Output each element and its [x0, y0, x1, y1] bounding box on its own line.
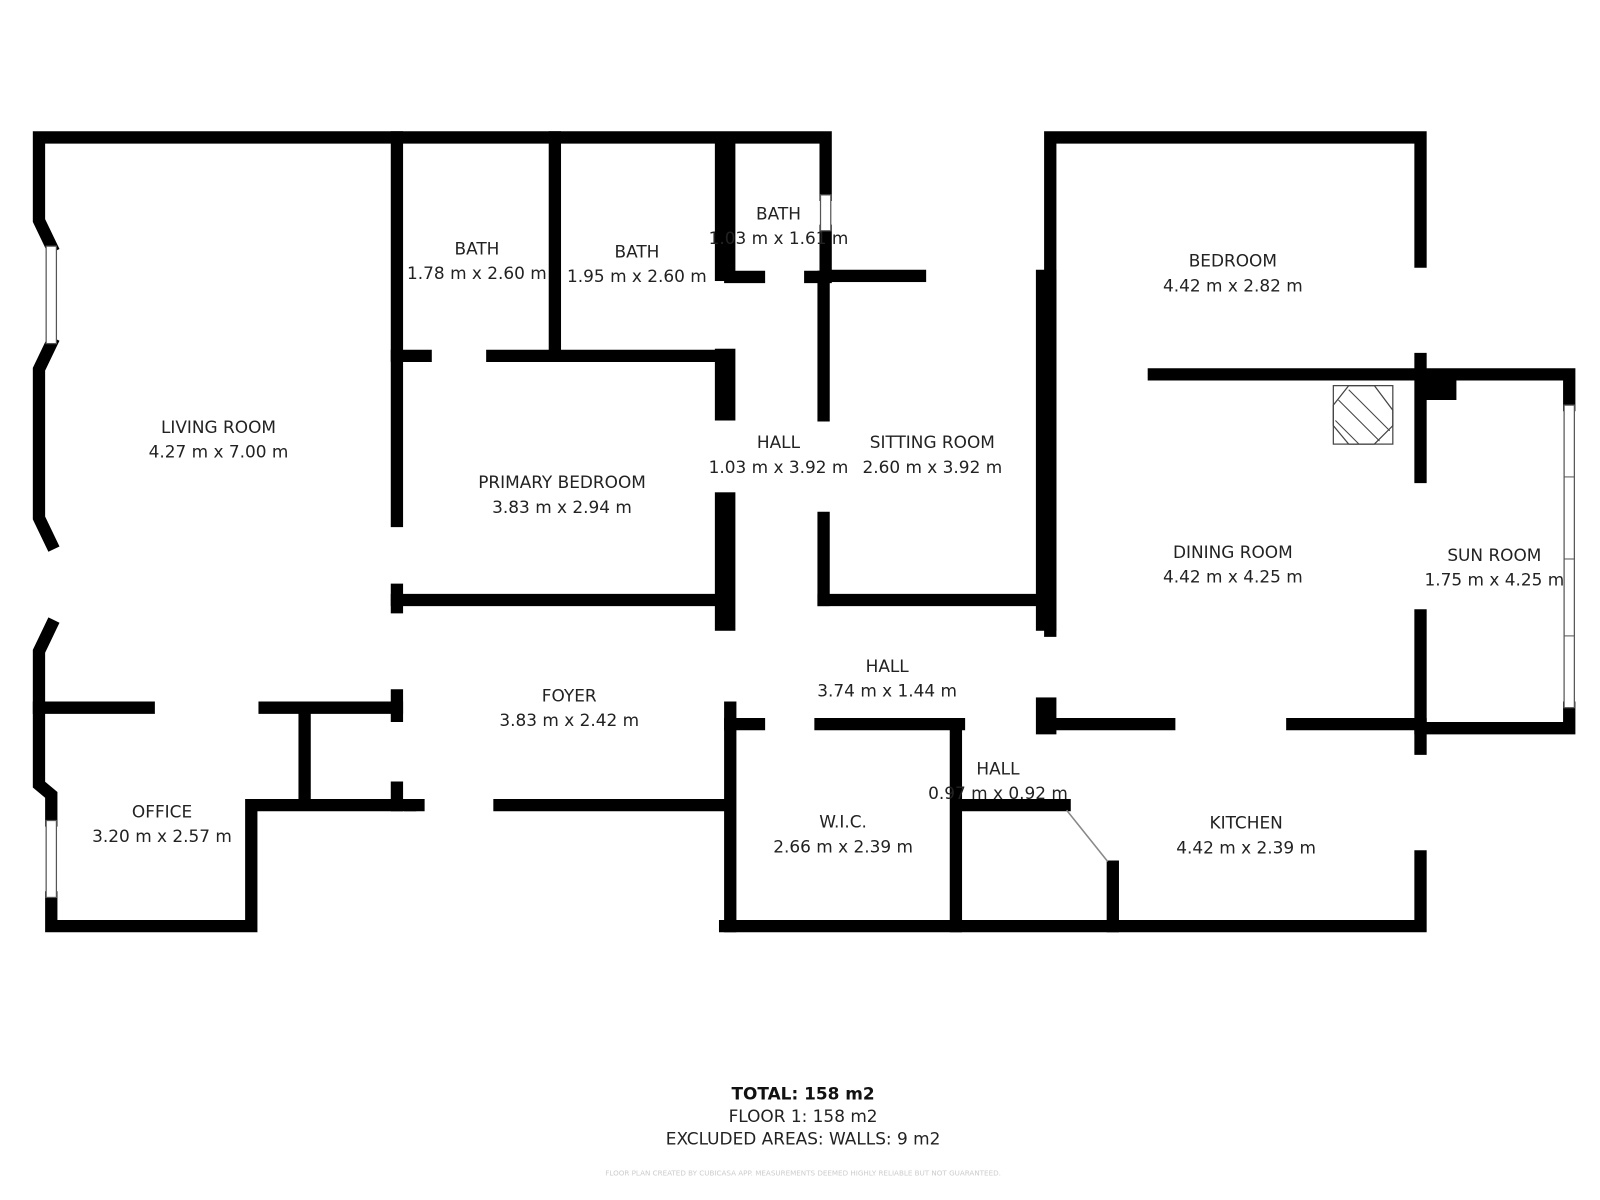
windows — [45, 194, 1575, 899]
walls — [32, 131, 1576, 933]
wall-segment — [714, 492, 736, 631]
wall-segment — [714, 137, 736, 282]
window — [45, 819, 58, 899]
wall-segment — [1420, 371, 1457, 400]
excluded-area: EXCLUDED AREAS: WALLS: 9 m2 — [666, 1129, 941, 1149]
wall-segment — [823, 269, 927, 283]
door-swing — [1066, 809, 1109, 863]
total-area: TOTAL: 158 m2 — [731, 1083, 874, 1103]
window — [1563, 404, 1575, 709]
floor-area: FLOOR 1: 158 m2 — [729, 1106, 878, 1126]
fireplace-icon — [1332, 385, 1394, 445]
disclaimer: FLOOR PLAN CREATED BY CUBICASA APP. MEAS… — [605, 1168, 1001, 1177]
wall-segment — [1035, 269, 1057, 631]
window — [45, 245, 58, 345]
area-summary: TOTAL: 158 m2 FLOOR 1: 158 m2 EXCLUDED A… — [605, 1083, 1001, 1177]
wall-segment — [714, 348, 736, 421]
room-wic: W.I.C.2.66 m x 2.39 m — [773, 812, 913, 857]
window — [819, 194, 832, 232]
